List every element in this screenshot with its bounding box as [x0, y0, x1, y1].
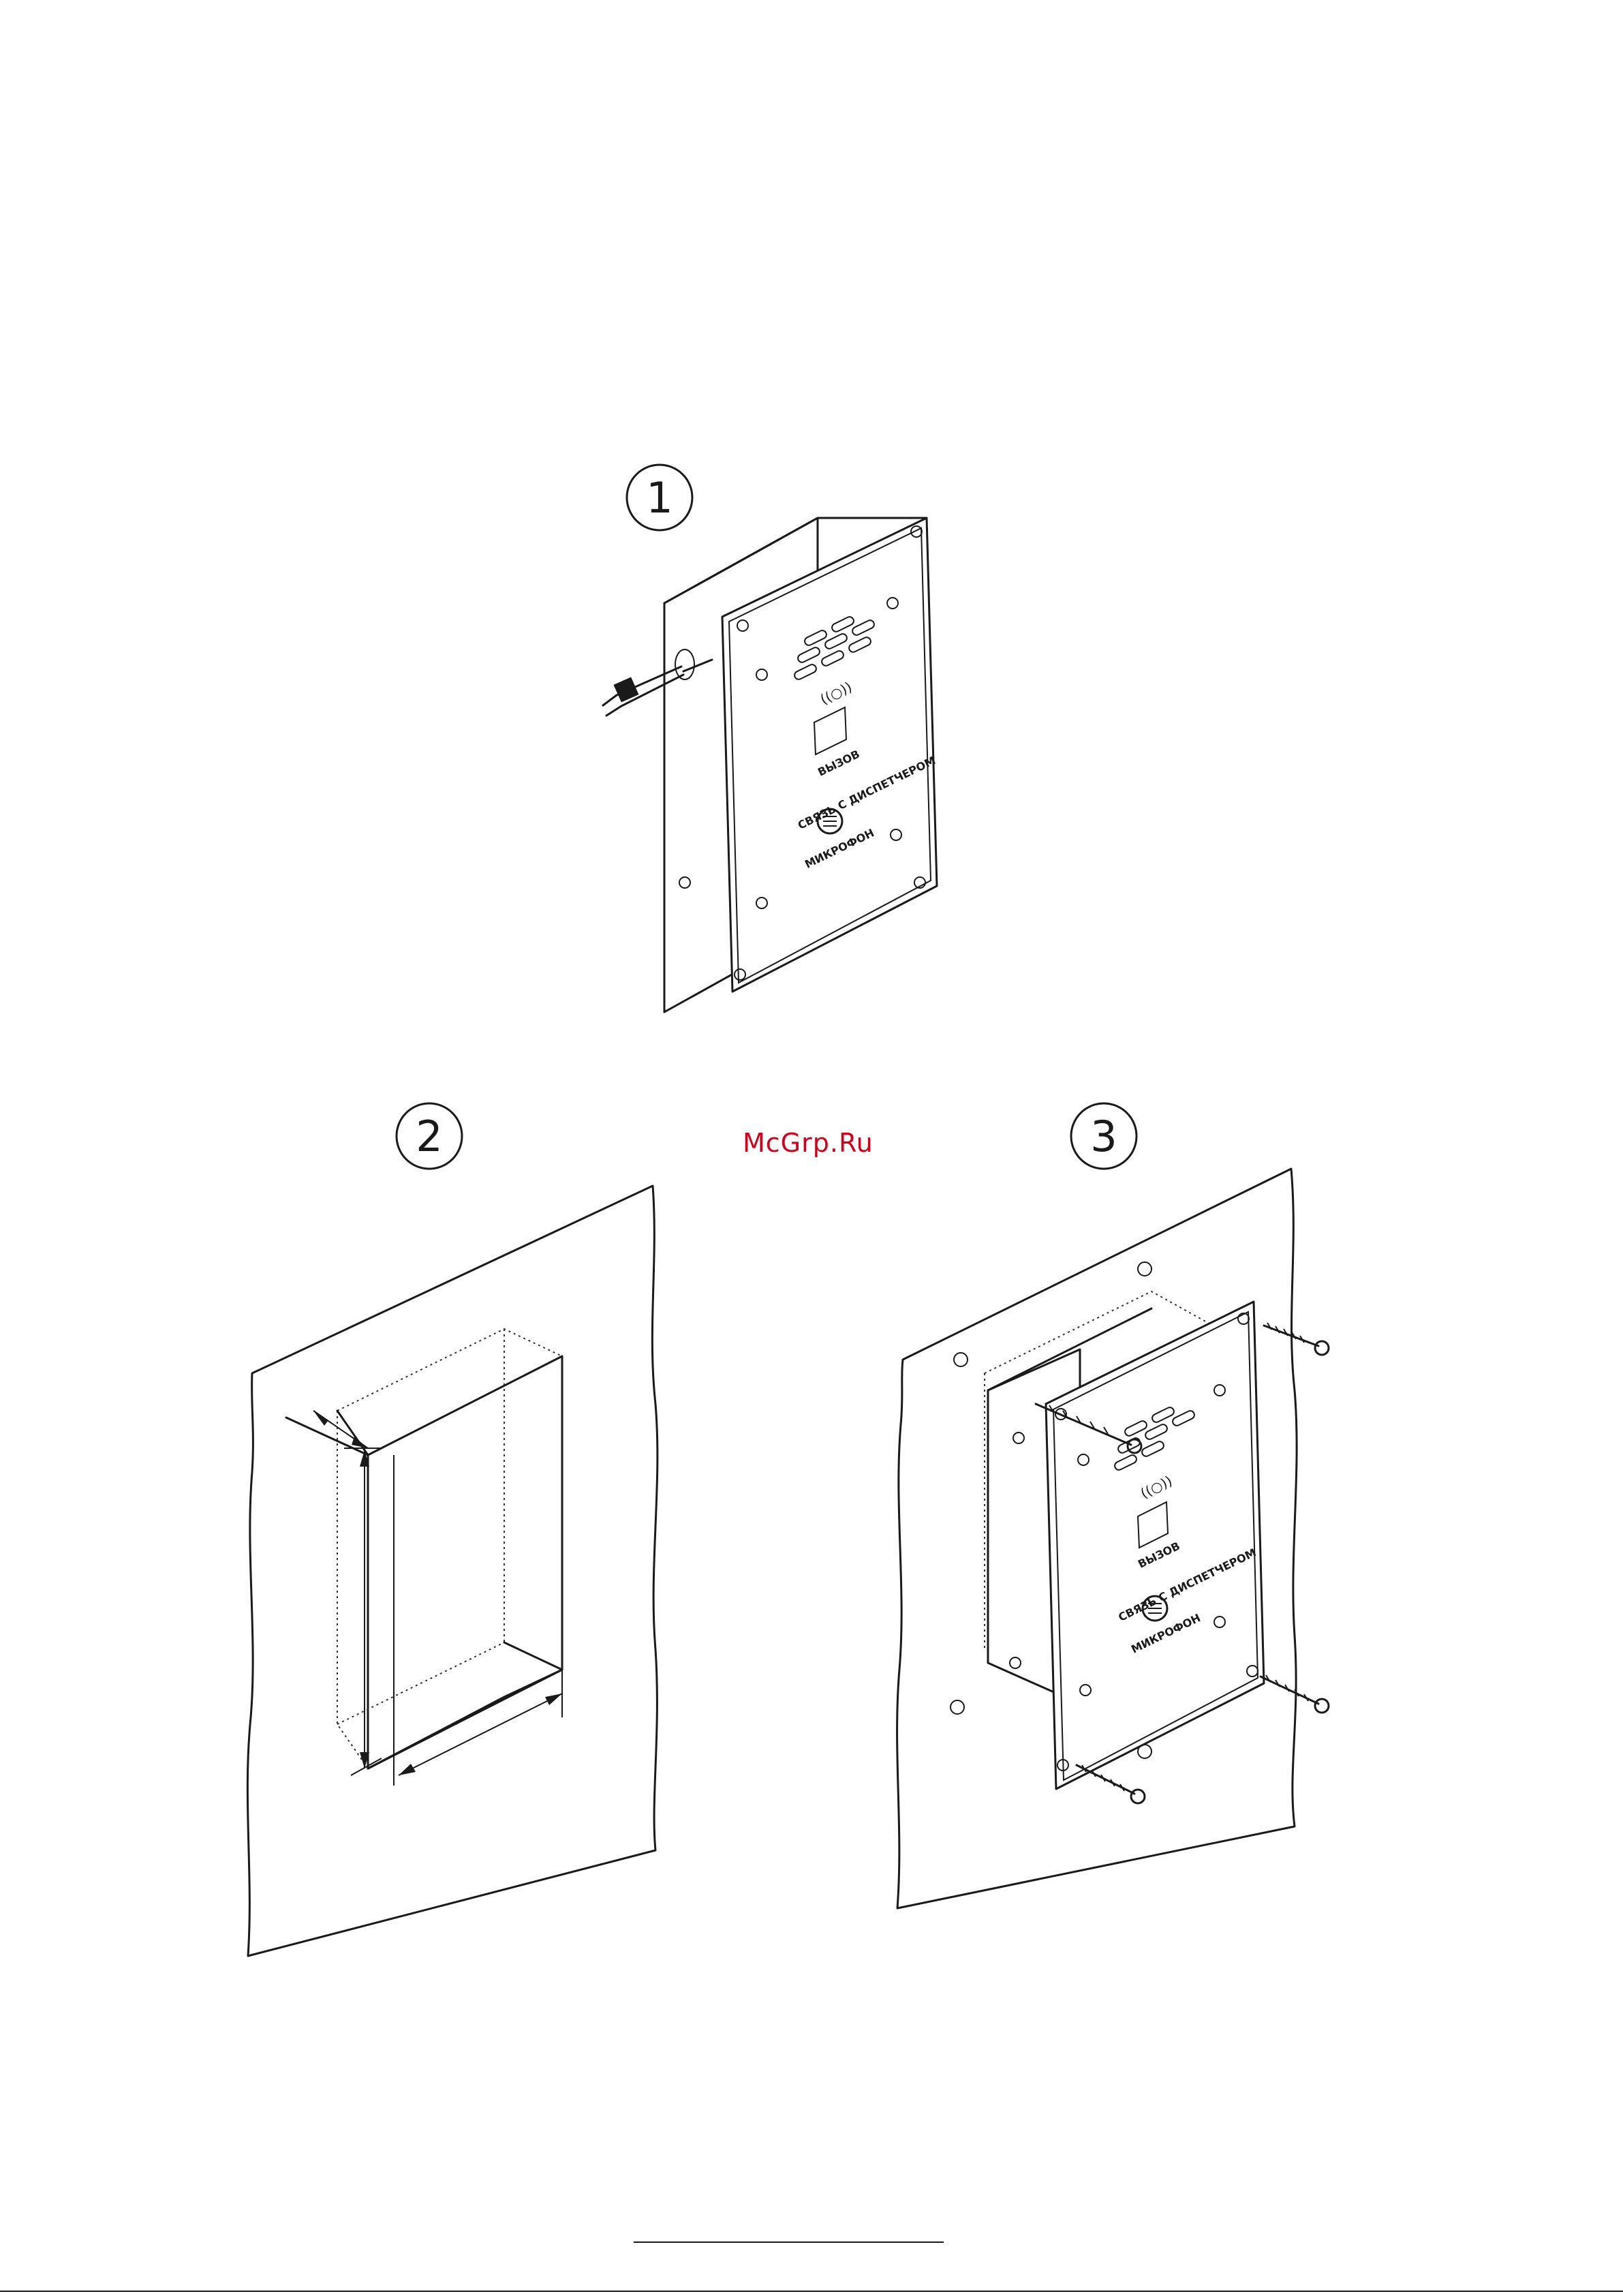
- step-2-dimension-lines: [286, 1411, 562, 1786]
- step-2-number: 2: [416, 1112, 442, 1161]
- step-3-figure: 3 ((○)): [897, 1103, 1329, 1908]
- step-1-number: 1: [646, 473, 673, 523]
- step-1-figure: 1 ((○)) ВЫЗОВ СВЯЗЬ С: [603, 465, 938, 1012]
- step-2-wall: [247, 1186, 658, 1956]
- step-3-number: 3: [1090, 1112, 1117, 1161]
- step-2-opening-front: [368, 1356, 562, 1769]
- step-2-figure: 2: [247, 1103, 658, 1956]
